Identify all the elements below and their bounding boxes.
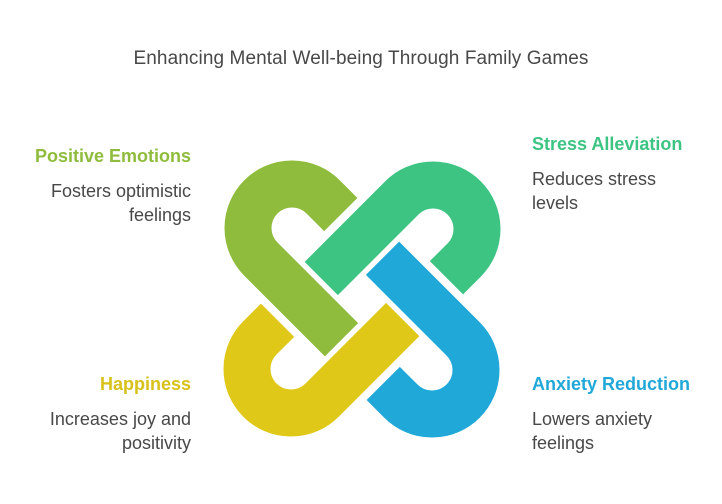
- happiness-description-line-2: positivity: [121, 433, 191, 453]
- stress-alleviation-description-line-1: Reduces stress: [532, 169, 657, 189]
- anxiety-reduction-description: Lowers anxiety feelings: [532, 407, 722, 455]
- positive-emotions-heading: Positive Emotions: [34, 146, 191, 166]
- anxiety-reduction-description-line-1: Lowers anxiety: [532, 409, 653, 429]
- positive-emotions-hook: [224, 160, 359, 357]
- stress-alleviation-description-line-2: levels: [532, 193, 579, 213]
- anxiety-reduction-heading: Anxiety Reduction: [532, 374, 691, 394]
- anxiety-reduction-block: Anxiety Reduction Lowers anxiety feeling…: [532, 373, 722, 455]
- happiness-hook: [223, 302, 420, 437]
- happiness-heading: Happiness: [99, 374, 191, 394]
- happiness-description: Increases joy and positivity: [0, 407, 191, 455]
- positive-emotions-block: Positive Emotions Fosters optimistic fee…: [0, 145, 191, 227]
- happiness-description-line-1: Increases joy and: [49, 409, 191, 429]
- anxiety-reduction-hook: [365, 241, 500, 438]
- happiness-block: Happiness Increases joy and positivity: [0, 373, 191, 455]
- positive-emotions-description: Fosters optimistic feelings: [0, 179, 191, 227]
- stress-alleviation-hook: [304, 161, 501, 296]
- stress-alleviation-block: Stress Alleviation Reduces stress levels: [532, 133, 722, 215]
- diagram-title: Enhancing Mental Well-being Through Fami…: [133, 48, 589, 69]
- positive-emotions-description-line-2: feelings: [128, 205, 191, 225]
- stress-alleviation-heading: Stress Alleviation: [532, 134, 683, 154]
- anxiety-reduction-description-line-2: feelings: [532, 433, 595, 453]
- stress-alleviation-description: Reduces stress levels: [532, 167, 722, 215]
- positive-emotions-description-line-1: Fosters optimistic: [50, 181, 191, 201]
